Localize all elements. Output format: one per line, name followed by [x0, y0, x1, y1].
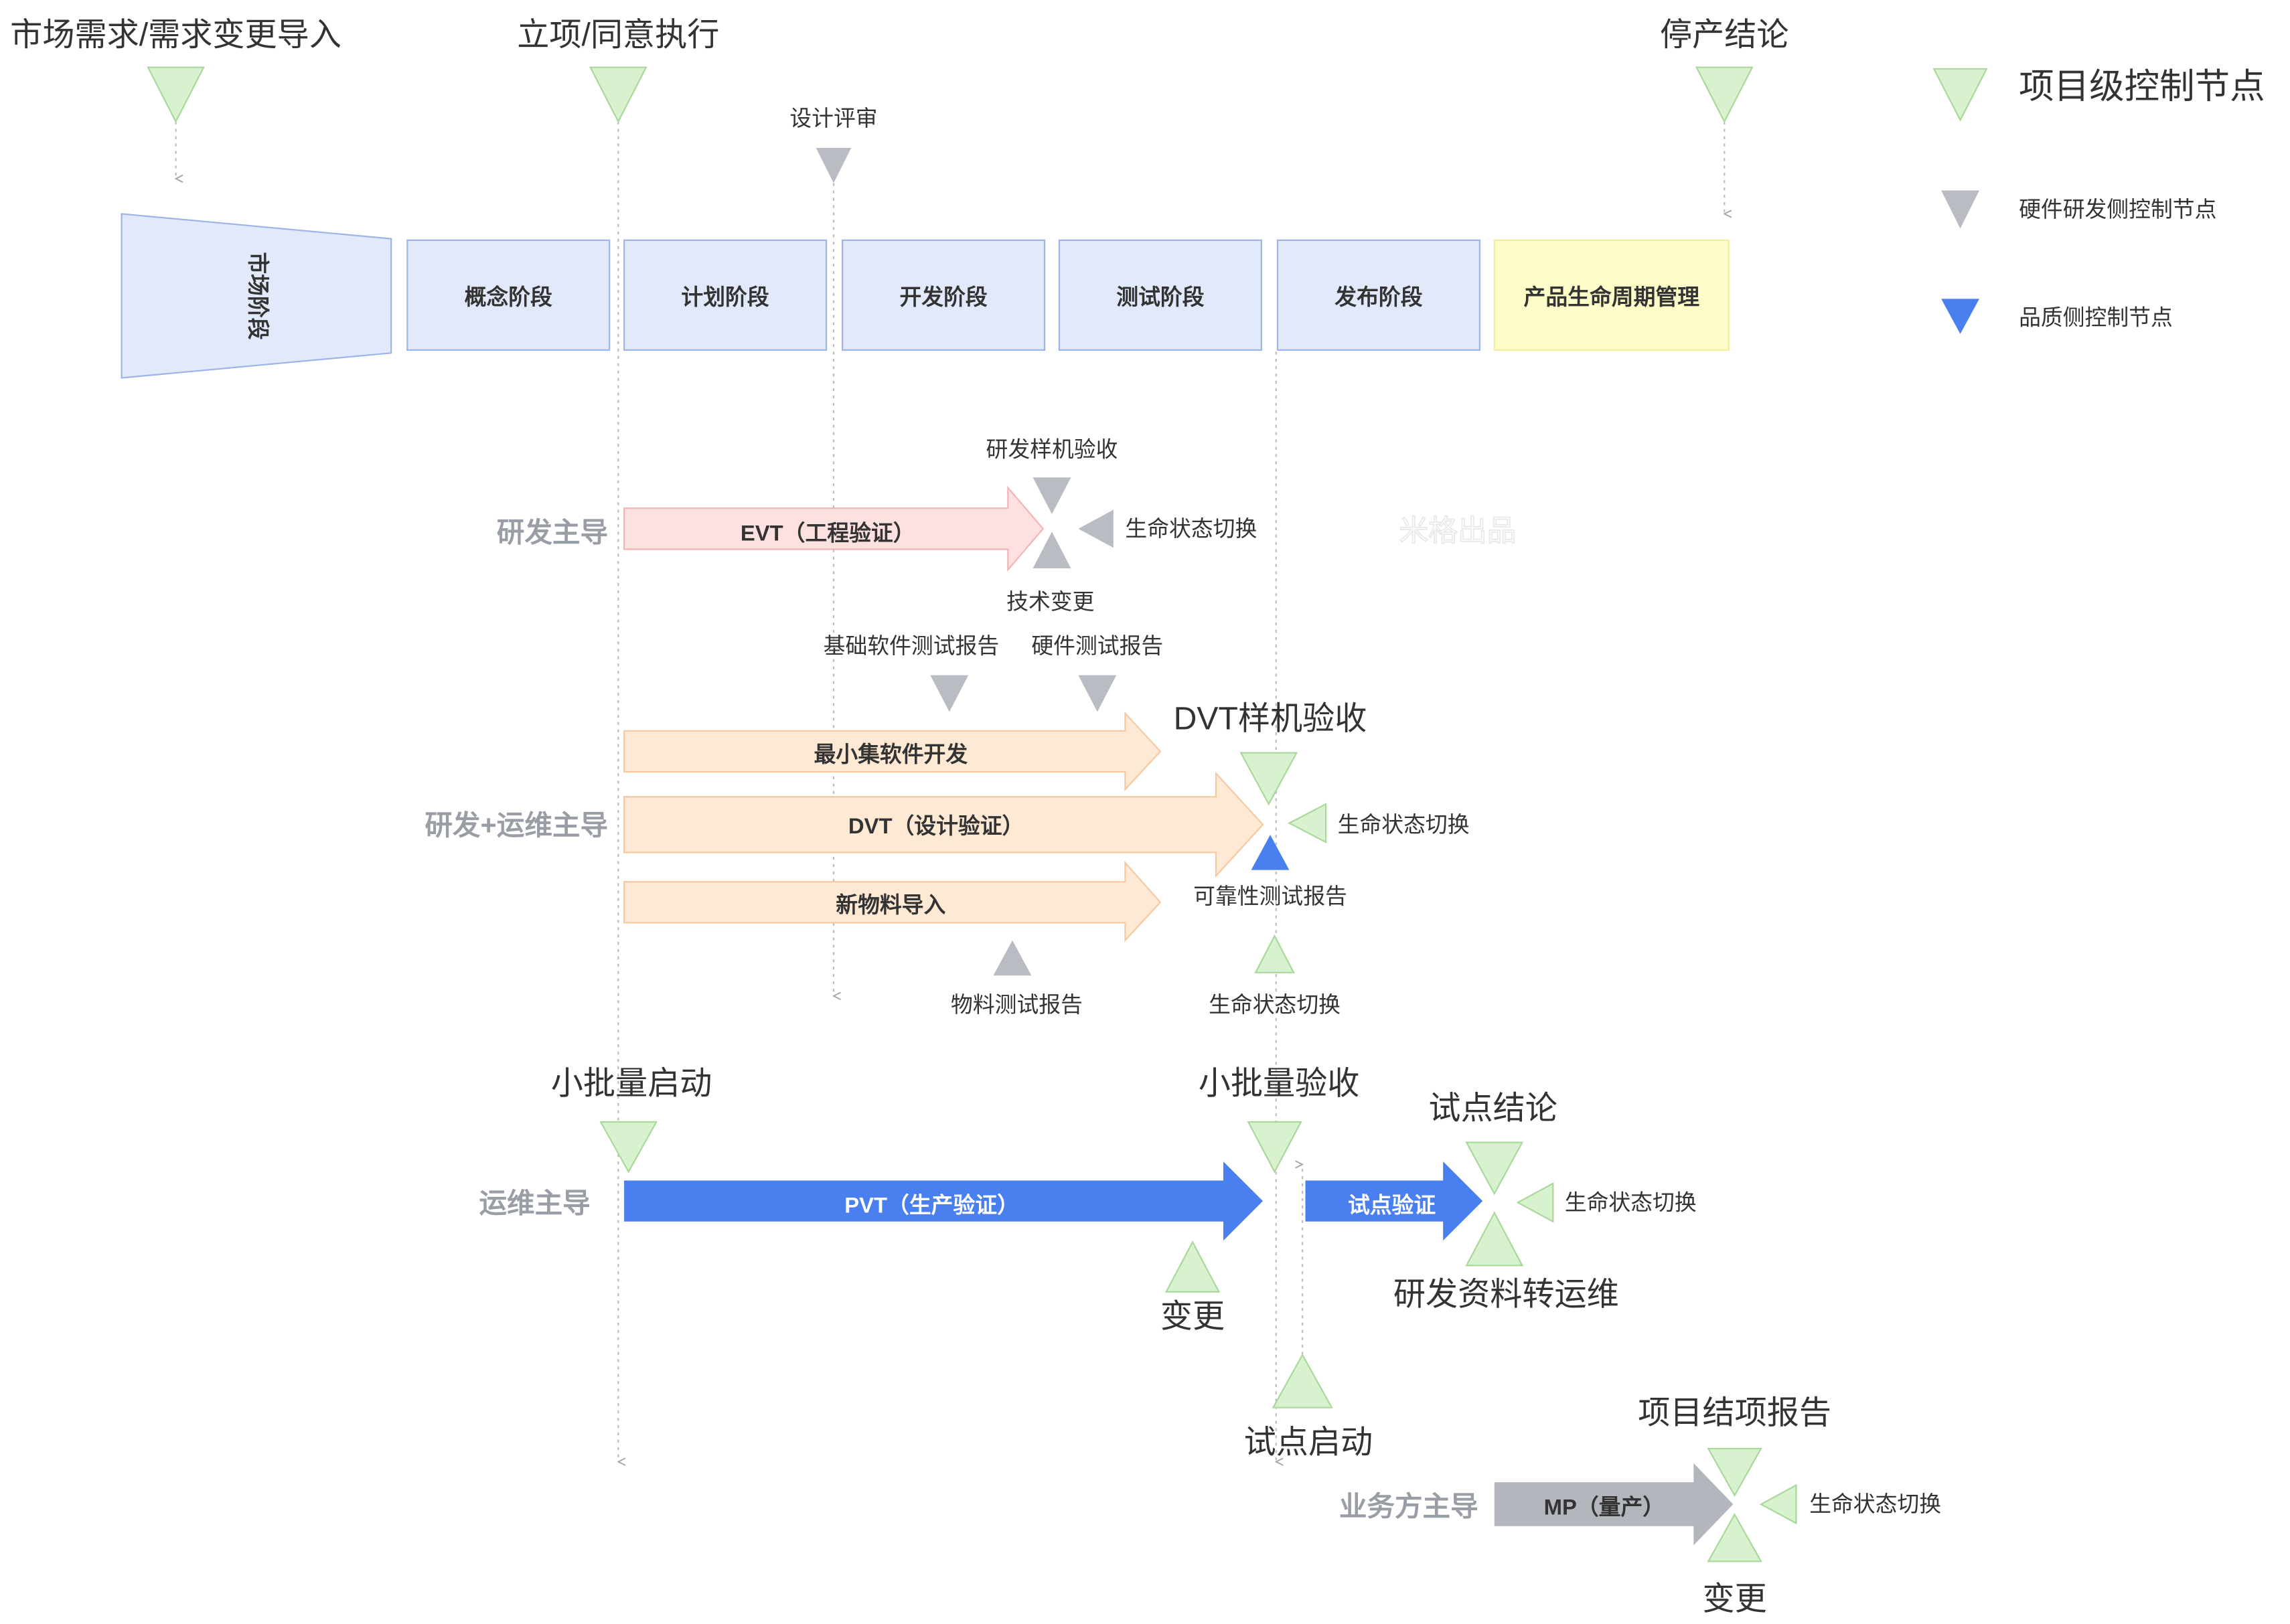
- hardware-node-material-report: [993, 940, 1032, 976]
- project-node-lifecycle-switch-4: [1516, 1182, 1554, 1223]
- project-node-lifecycle-switch-5: [1759, 1483, 1797, 1525]
- phase-release-label: 发布阶段: [1334, 285, 1422, 309]
- bar-mp-label: MP（量产）: [1544, 1494, 1665, 1519]
- phase-develop-label: 开发阶段: [899, 285, 987, 309]
- node-rd-to-ops-label: 研发资料转运维: [1393, 1277, 1619, 1313]
- bar-pvt: [624, 1161, 1264, 1241]
- bar-min-software: [623, 711, 1162, 792]
- lane-business-lead: 业务方主导: [1339, 1491, 1478, 1522]
- phase-plan: [623, 239, 828, 351]
- bar-new-material-label: 新物料导入: [836, 892, 945, 917]
- bar-pilot-verify: [1305, 1161, 1483, 1241]
- node-tech-change-label: 技术变更: [1006, 589, 1094, 614]
- phase-release: [1276, 239, 1480, 351]
- milestone-design-review: 设计评审: [789, 106, 877, 131]
- phase-lifecycle: [1493, 239, 1730, 351]
- node-rd-prototype-accept-label: 研发样机验收: [986, 437, 1118, 462]
- hardware-node-lifecycle-switch-1: [1078, 509, 1114, 548]
- milestone-project-approval: 立项/同意执行: [517, 17, 719, 53]
- project-node-discontinue: [1695, 66, 1754, 123]
- quality-node-reliability-report: [1251, 835, 1290, 870]
- project-node-change-pvt: [1164, 1240, 1221, 1293]
- node-lifecycle-switch-5-label: 生命状态切换: [1809, 1491, 1941, 1516]
- bar-mp: [1494, 1463, 1734, 1546]
- legend-project-node-icon: [1932, 68, 1988, 122]
- node-project-report-label: 项目结项报告: [1638, 1395, 1831, 1431]
- bar-pvt-label: PVT（生产验证）: [844, 1193, 1019, 1218]
- project-node-rd-to-ops: [1465, 1211, 1524, 1267]
- phase-lifecycle-label: 产品生命周期管理: [1524, 285, 1700, 309]
- node-lifecycle-switch-2-label: 生命状态切换: [1338, 812, 1470, 837]
- hardware-node-hw-report: [1078, 675, 1117, 712]
- node-material-report-label: 物料测试报告: [951, 992, 1083, 1017]
- node-lifecycle-switch-1-label: 生命状态切换: [1125, 516, 1257, 541]
- hardware-node-design-review: [816, 147, 852, 183]
- lane-ops-lead: 运维主导: [479, 1188, 590, 1219]
- node-small-batch-start-label: 小批量启动: [551, 1065, 712, 1101]
- bar-min-software-label: 最小集软件开发: [814, 742, 968, 766]
- node-dvt-accept-label: DVT样机验收: [1174, 701, 1367, 737]
- milestone-market-demand: 市场需求/需求变更导入: [10, 17, 341, 53]
- lane-rd-ops-lead: 研发+运维主导: [425, 809, 608, 841]
- phase-concept: [406, 239, 611, 351]
- lane-rd-lead: 研发主导: [497, 517, 608, 548]
- legend-quality-node-icon: [1941, 299, 1979, 334]
- phase-test: [1058, 239, 1262, 351]
- phase-plan-label: 计划阶段: [681, 285, 769, 309]
- project-node-lifecycle-switch-3: [1254, 934, 1295, 973]
- project-node-dvt-accept: [1239, 752, 1298, 806]
- node-change-pvt-label: 变更: [1160, 1298, 1225, 1334]
- hardware-node-base-sw-report: [930, 675, 969, 712]
- legend-quality-node-label: 品质侧控制节点: [2019, 305, 2173, 330]
- legend-hardware-node-icon: [1941, 190, 1979, 229]
- project-node-project-report: [1707, 1447, 1762, 1497]
- node-pilot-start-label: 试点启动: [1244, 1424, 1373, 1460]
- node-reliability-report-label: 可靠性测试报告: [1193, 884, 1347, 908]
- hardware-node-rd-prototype-accept: [1033, 477, 1071, 514]
- project-node-change-mp: [1707, 1513, 1762, 1562]
- watermark: 米格出品: [1399, 514, 1517, 547]
- bar-dvt-label: DVT（设计验证）: [848, 813, 1024, 838]
- phase-concept-label: 概念阶段: [465, 285, 552, 309]
- project-node-pilot-conclusion: [1465, 1141, 1524, 1196]
- phase-market: [121, 213, 392, 379]
- node-small-batch-accept-label: 小批量验收: [1199, 1065, 1360, 1101]
- project-node-small-batch-accept: [1247, 1121, 1302, 1173]
- legend-hardware-node-label: 硬件研发侧控制节点: [2019, 197, 2216, 222]
- milestone-discontinue: 停产结论: [1660, 17, 1789, 53]
- phase-develop: [842, 239, 1046, 351]
- node-lifecycle-switch-4-label: 生命状态切换: [1565, 1190, 1697, 1214]
- bar-dvt: [623, 771, 1264, 878]
- legend-project-node-label: 项目级控制节点: [2019, 67, 2265, 106]
- project-node-lifecycle-switch-2: [1288, 803, 1327, 843]
- hardware-node-tech-change: [1033, 532, 1071, 568]
- bar-evt-label: EVT（工程验证）: [741, 520, 915, 545]
- node-hw-report-label: 硬件测试报告: [1031, 633, 1163, 658]
- node-lifecycle-switch-3-label: 生命状态切换: [1209, 992, 1341, 1017]
- node-change-mp-label: 变更: [1702, 1581, 1766, 1617]
- phase-test-label: 测试阶段: [1116, 285, 1204, 309]
- bar-pilot-verify-label: 试点验证: [1348, 1193, 1436, 1218]
- project-node-pilot-start: [1272, 1353, 1333, 1408]
- phase-market-label: 市场阶段: [246, 252, 271, 339]
- bar-evt: [623, 485, 1045, 572]
- node-pilot-conclusion-label: 试点结论: [1428, 1090, 1557, 1127]
- project-node-market-demand: [147, 66, 205, 123]
- project-node-small-batch-start: [599, 1121, 658, 1173]
- project-node-approval: [589, 66, 647, 123]
- bar-new-material: [623, 860, 1162, 943]
- node-base-sw-report-label: 基础软件测试报告: [824, 633, 1000, 658]
